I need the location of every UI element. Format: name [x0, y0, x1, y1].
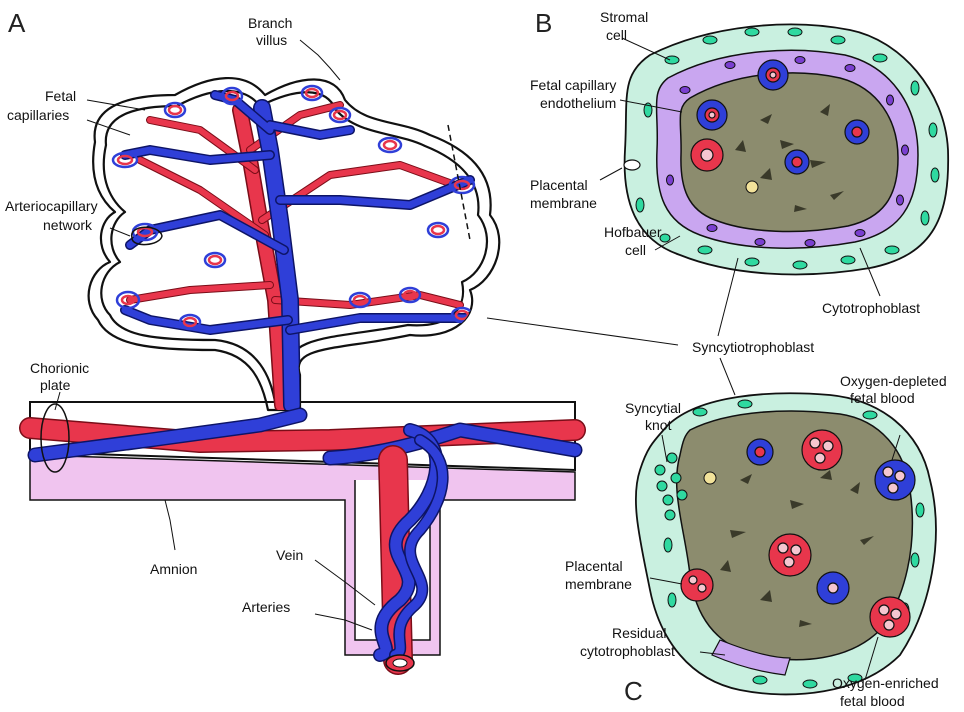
label-placental-membrane-c-1: Placental: [565, 558, 623, 574]
label-fetal-capillaries-2: capillaries: [7, 107, 69, 123]
label-chorionic-plate-2: plate: [40, 377, 71, 393]
label-syncytial-knot-2: knot: [645, 417, 672, 433]
label-oxygen-enriched-2: fetal blood: [840, 693, 905, 709]
label-oxygen-enriched-1: Oxygen-enriched: [832, 675, 939, 691]
label-endothelium-2: endothelium: [540, 95, 616, 111]
label-oxygen-depleted-2: fetal blood: [850, 390, 915, 406]
panel-c: [636, 393, 936, 694]
panel-b: [624, 24, 948, 274]
villous-vessels: [113, 86, 474, 405]
fetal-veins: [125, 95, 470, 405]
label-vein: Vein: [276, 547, 303, 563]
placental-membrane-marker-b: [624, 160, 640, 170]
label-arteries: Arteries: [242, 599, 290, 615]
label-hofbauer-1: Hofbauer: [604, 224, 662, 240]
label-endothelium-1: Fetal capillary: [530, 77, 616, 93]
label-amnion: Amnion: [150, 561, 197, 577]
label-placental-membrane-b-1: Placental: [530, 177, 588, 193]
panel-letter-b: B: [535, 8, 552, 38]
label-arteriocapillary-2: network: [43, 217, 93, 233]
hofbauer-cell-c: [704, 472, 716, 484]
label-syncytial-knot-1: Syncytial: [625, 400, 681, 416]
label-residual-cyto-1: Residual: [612, 625, 666, 641]
label-oxygen-depleted-1: Oxygen-depleted: [840, 373, 947, 389]
label-placental-membrane-c-2: membrane: [565, 576, 632, 592]
panel-letter-c: C: [624, 676, 643, 706]
label-chorionic-plate-1: Chorionic: [30, 360, 89, 376]
label-stromal-cell-1: Stromal: [600, 9, 648, 25]
label-syncytiotrophoblast: Syncytiotrophoblast: [692, 339, 814, 355]
panel-letter-a: A: [8, 8, 26, 38]
label-placental-membrane-b-2: membrane: [530, 195, 597, 211]
label-arteriocapillary-1: Arteriocapillary: [5, 198, 98, 214]
label-stromal-cell-2: cell: [606, 27, 627, 43]
hofbauer-cell-b: [746, 181, 758, 193]
label-fetal-capillaries-1: Fetal: [45, 88, 76, 104]
label-hofbauer-2: cell: [625, 242, 646, 258]
label-branch-villus-1: Branch: [248, 15, 292, 31]
label-residual-cyto-2: cytotrophoblast: [580, 643, 675, 659]
panel-a: [30, 78, 575, 671]
label-cytotrophoblast: Cytotrophoblast: [822, 300, 920, 316]
label-branch-villus-2: villus: [256, 32, 287, 48]
